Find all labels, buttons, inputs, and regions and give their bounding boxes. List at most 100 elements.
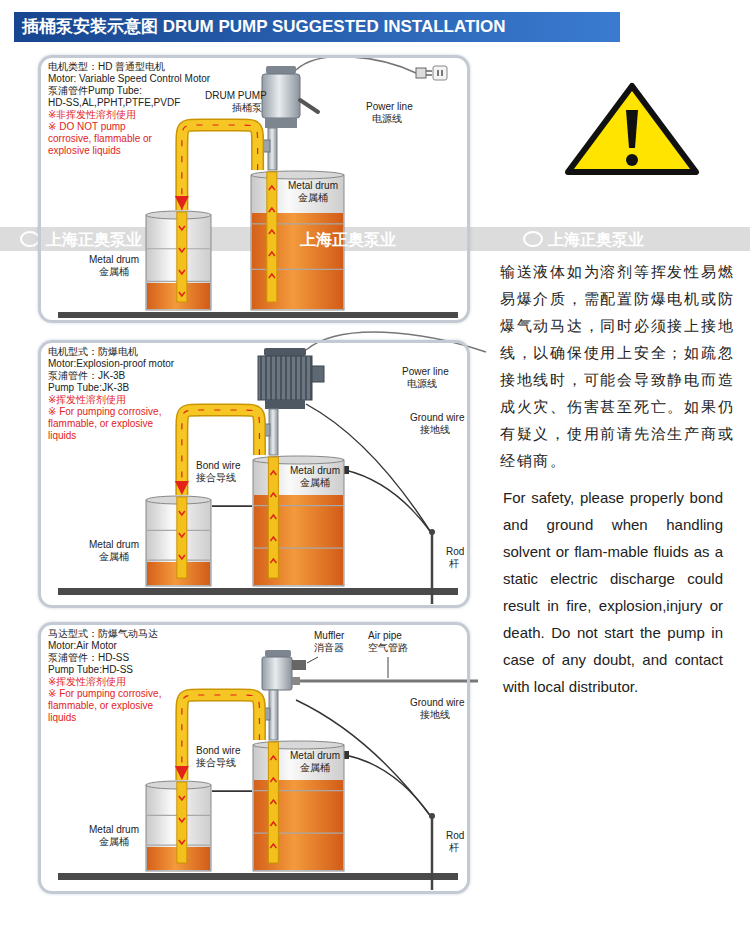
power-line [296,57,447,80]
part-label: 插桶泵 [232,102,262,114]
spec-text: ※ DO NOT pump corrosive, flammable or ex… [48,121,163,157]
spec-column: 马达型式：防爆气动马达Motor:Air Motor泵浦管件：HD-SSPump… [48,628,228,724]
drum-shape [254,832,343,833]
drum-shape [253,456,344,586]
spec-column: 电机类型：HD 普通型电机Motor: Variable Speed Contr… [48,61,228,157]
spec-text: Motor:Explosion-proof motor [48,358,228,370]
drum-shape [254,780,343,870]
pump-hose [182,410,260,495]
air-pipe [300,681,478,682]
drum-label: 金属桶 [87,266,141,278]
drum-shape [179,796,185,800]
drum-shape [269,208,275,212]
part-label: Rod [446,830,464,842]
power-line [416,68,426,78]
part-label: 电源线 [407,378,437,390]
flow-line [182,125,258,210]
spec-text: ※挥发性溶剂使用 [48,394,228,406]
spec-text: 泵浦管件Pump Tube: [48,85,228,97]
drum-shape [253,460,344,586]
hd-motor [262,74,300,118]
ground-rod [429,529,435,604]
drum-shape [146,496,211,586]
spec-text: HD-SS,AL,PPHT,PTFE,PVDF [48,97,228,109]
drum-label: Metal drum [87,254,141,266]
drum-shape [179,511,185,515]
drum-shape [269,274,275,278]
floor [58,873,458,880]
pump-hose [182,695,260,780]
part-label: Air pipe [368,630,402,642]
install-panel: 马达型式：防爆气动马达Motor:Air Motor泵浦管件：HD-SSPump… [38,622,470,894]
ground-rod [431,532,434,604]
part-label: Rod [446,546,464,558]
metal-drum: Metal drum金属桶 [252,455,345,588]
ground-rod [429,813,435,890]
drum-outline [145,780,212,873]
flow-line [182,695,260,780]
pump-hose [182,695,260,780]
ground-wire [345,470,432,534]
watermark: 上海正奥泵业 [46,230,142,250]
drum-shape [270,756,276,760]
floor [58,312,458,318]
ground-rod [429,813,435,819]
drum-shape [253,745,344,871]
leader-line [307,657,318,663]
watermark-band [524,232,542,246]
drum-shape [179,226,185,230]
explosion-proof-motor [265,400,305,409]
drum-label: Metal drum [284,180,342,192]
metal-drum: Metal drum金属桶 [252,740,345,873]
spec-text: 电机型式：防爆电机 [48,346,228,358]
drum-shape [179,555,185,559]
drum-shape [179,292,185,296]
drum-shape [270,800,276,804]
metal-drum: Metal drum金属桶 [145,210,212,312]
power-line [426,74,432,76]
drum-shape [177,497,187,578]
drum-shape [177,212,187,302]
spec-text: 泵浦管件：HD-SS [48,652,228,664]
drum-shape [253,741,344,871]
drum-label: 金属桶 [286,477,344,489]
ground-wire [345,755,432,818]
explosion-proof-motor [312,366,324,382]
drum-shape [270,844,276,848]
part-label: 接合导线 [196,472,236,484]
bond-wire [212,506,252,507]
drum-shape [177,782,187,863]
part-label: Muffler [314,630,344,642]
drum-outline [145,495,212,588]
drum-shape [252,213,343,309]
drum-label: 金属桶 [87,836,141,848]
spec-text: ※ For pumping corrosive, flammable, or e… [48,688,163,724]
air-motor [292,677,300,685]
part-label: Power line [402,366,449,378]
drum-label: Metal drum [286,465,344,477]
air-motor [265,650,291,657]
drum-label: Metal drum [87,824,141,836]
floor [58,588,458,595]
leader-line [307,657,388,678]
bond-wire [212,790,252,792]
heading: 插桶泵安装示意图 DRUM PUMP SUGGESTED INSTALLATIO… [22,15,506,39]
hd-motor [300,100,318,112]
air-motor [262,657,292,690]
drum-shape [269,230,275,234]
explosion-proof-motor [264,348,306,356]
pump-hose [182,695,260,780]
hd-motor [266,66,296,74]
spec-text: Motor:Air Motor [48,640,228,652]
ground-rod [431,816,434,890]
bond-wire [212,505,252,507]
drum-shape [270,537,276,541]
drum-shape [270,471,276,475]
drum-shape [254,505,343,506]
drum-shape [269,186,275,190]
note-paragraph: For safety, please properly bond and gro… [503,484,723,700]
hd-motor [265,118,297,128]
spec-text: Motor: Variable Speed Control Motor [48,73,228,85]
install-panel: 电机型式：防爆电机Motor:Explosion-proof motor泵浦管件… [38,340,470,608]
header-bar [14,12,620,42]
